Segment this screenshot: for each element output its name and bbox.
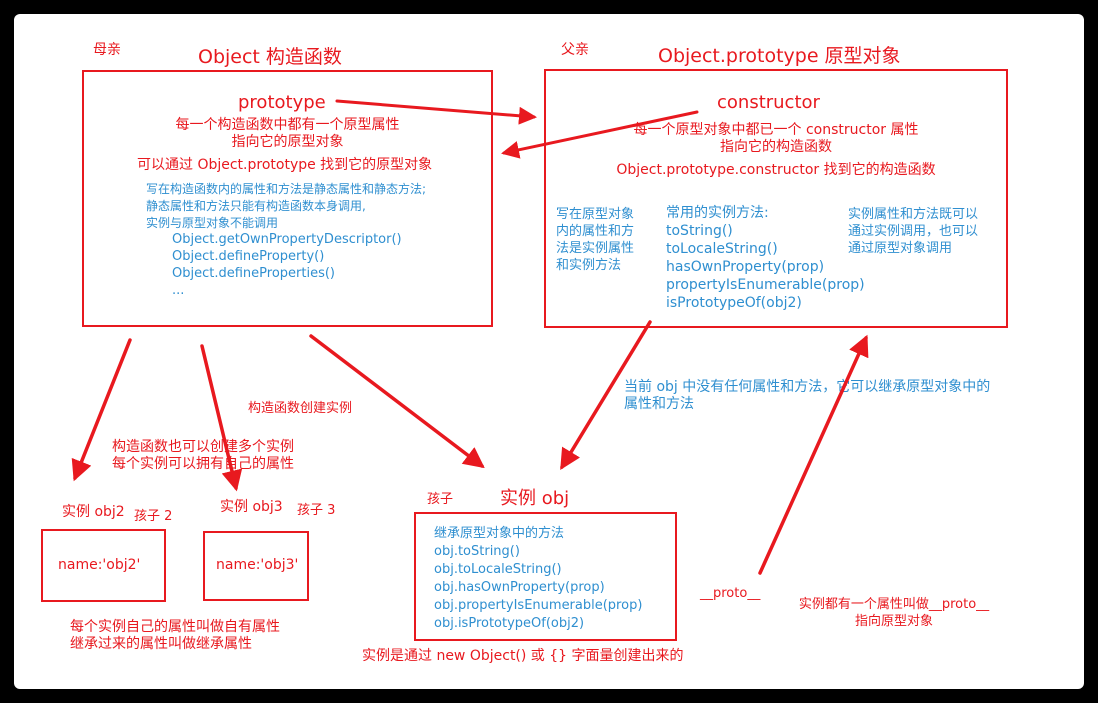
instance-note-line: 写在原型对象 [556, 207, 635, 222]
instance-members-note: 写在原型对象 内的属性和方 法是实例属性 和实例方法 [556, 206, 634, 274]
constructor-desc-line: 每一个原型对象中都已一个 constructor 属性 [633, 122, 919, 138]
own-props-line: 继承过来的属性叫做继承属性 [70, 636, 252, 652]
multi-instance-line: 构造函数也可以创建多个实例 [112, 439, 294, 455]
obj2-content: name:'obj2' [58, 557, 141, 573]
access-note-line: 实例属性和方法既可以 [848, 207, 979, 222]
instance-method-item: isPrototypeOf(obj2) [666, 295, 802, 311]
static-method-item: ... [172, 283, 185, 298]
access-note-line: 通过实例调用，也可以 [848, 224, 979, 239]
obj-method-item: obj.toString() [434, 544, 520, 559]
constructor-description: 每一个原型对象中都已一个 constructor 属性 指向它的构造函数 [546, 122, 1006, 156]
obj-box: 继承原型对象中的方法 obj.toString() obj.toLocaleSt… [414, 512, 677, 641]
static-method-item: Object.defineProperties() [172, 266, 335, 281]
instance-method-item: hasOwnProperty(prop) [666, 259, 825, 275]
static-method-item: Object.getOwnPropertyDescriptor() [172, 232, 402, 247]
proto-note-line: 指向原型对象 [854, 614, 933, 629]
obj-method-item: obj.propertyIsEnumerable(prop) [434, 598, 643, 613]
prototype-property-label: prototype [238, 92, 326, 113]
instance-note-line: 法是实例属性 [556, 241, 635, 256]
proto-label: __proto__ [700, 586, 761, 601]
multi-instance-note: 构造函数也可以创建多个实例 每个实例可以拥有自己的属性 [96, 439, 310, 473]
prototype-description: 每一个构造函数中都有一个原型属性 指向它的原型对象 [84, 117, 491, 151]
instance-method-item: propertyIsEnumerable(prop) [666, 277, 865, 293]
static-note-line: 静态属性和方法只能有构造函数本身调用, [146, 199, 366, 213]
constructor-desc-line: 指向它的构造函数 [720, 139, 832, 155]
proto-note-line: 实例都有一个属性叫做__proto__ [798, 597, 990, 612]
obj-method-item: obj.hasOwnProperty(prop) [434, 580, 605, 595]
own-properties-note: 每个实例自己的属性叫做自有属性 继承过来的属性叫做继承属性 [70, 619, 280, 653]
access-note-line: 通过原型对象调用 [848, 241, 953, 256]
father-label: 父亲 [561, 42, 589, 58]
instance-access-note: 实例属性和方法既可以 通过实例调用，也可以 通过原型对象调用 [848, 206, 978, 257]
prototype-box: constructor 每一个原型对象中都已一个 constructor 属性 … [544, 69, 1008, 328]
find-prototype-note: 可以通过 Object.prototype 找到它的原型对象 [137, 157, 433, 173]
obj2-box: name:'obj2' [41, 529, 166, 602]
static-note-line: 实例与原型对象不能调用 [146, 216, 279, 230]
mother-label: 母亲 [93, 42, 121, 58]
prototype-desc-line: 指向它的原型对象 [231, 134, 344, 150]
obj-methods-list: 继承原型对象中的方法 obj.toString() obj.toLocaleSt… [434, 525, 642, 633]
constructor-property-label: constructor [717, 92, 820, 113]
static-methods-list: Object.getOwnPropertyDescriptor() Object… [172, 231, 402, 299]
instance-method-item: toString() [666, 223, 733, 239]
create-instance-note: 构造函数创建实例 [248, 401, 353, 416]
child-label: 孩子 [427, 492, 454, 507]
instance-methods-list: 常用的实例方法: toString() toLocaleString() has… [666, 204, 865, 312]
obj-methods-heading: 继承原型对象中的方法 [434, 526, 565, 541]
prototype-desc-line: 每一个构造函数中都有一个原型属性 [175, 117, 400, 133]
own-props-line: 每个实例自己的属性叫做自有属性 [70, 619, 280, 635]
instance-note-line: 和实例方法 [556, 258, 622, 273]
creation-note: 实例是通过 new Object() 或 {} 字面量创建出来的 [362, 648, 684, 664]
static-note-line: 写在构造函数内的属性和方法是静态属性和静态方法; [146, 182, 427, 196]
find-constructor-note: Object.prototype.constructor 找到它的构造函数 [616, 162, 936, 178]
obj2-title: 实例 obj2 [62, 504, 125, 520]
static-method-item: Object.defineProperty() [172, 249, 325, 264]
inheritance-note: 当前 obj 中没有任何属性和方法，它可以继承原型对象中的 属性和方法 [624, 379, 990, 413]
child2-label: 孩子 2 [134, 509, 173, 524]
obj-method-item: obj.isPrototypeOf(obj2) [434, 616, 585, 631]
obj-method-item: obj.toLocaleString() [434, 562, 562, 577]
constructor-title: Object 构造函数 [198, 46, 342, 68]
proto-note: 实例都有一个属性叫做__proto__ 指向原型对象 [782, 596, 1006, 630]
prototype-title: Object.prototype 原型对象 [658, 45, 901, 67]
instance-method-item: toLocaleString() [666, 241, 778, 257]
instance-note-line: 内的属性和方 [556, 224, 635, 239]
constructor-box: prototype 每一个构造函数中都有一个原型属性 指向它的原型对象 可以通过… [82, 70, 493, 327]
inheritance-line: 当前 obj 中没有任何属性和方法，它可以继承原型对象中的 [624, 379, 991, 395]
obj3-title: 实例 obj3 [220, 499, 283, 515]
obj3-content: name:'obj3' [216, 557, 299, 573]
obj3-box: name:'obj3' [203, 531, 309, 601]
instance-methods-heading: 常用的实例方法: [666, 205, 769, 221]
obj-title: 实例 obj [500, 488, 570, 509]
inheritance-line: 属性和方法 [624, 396, 694, 412]
multi-instance-line: 每个实例可以拥有自己的属性 [112, 456, 294, 472]
child3-label: 孩子 3 [297, 503, 336, 518]
static-members-note: 写在构造函数内的属性和方法是静态属性和静态方法; 静态属性和方法只能有构造函数本… [146, 181, 426, 232]
